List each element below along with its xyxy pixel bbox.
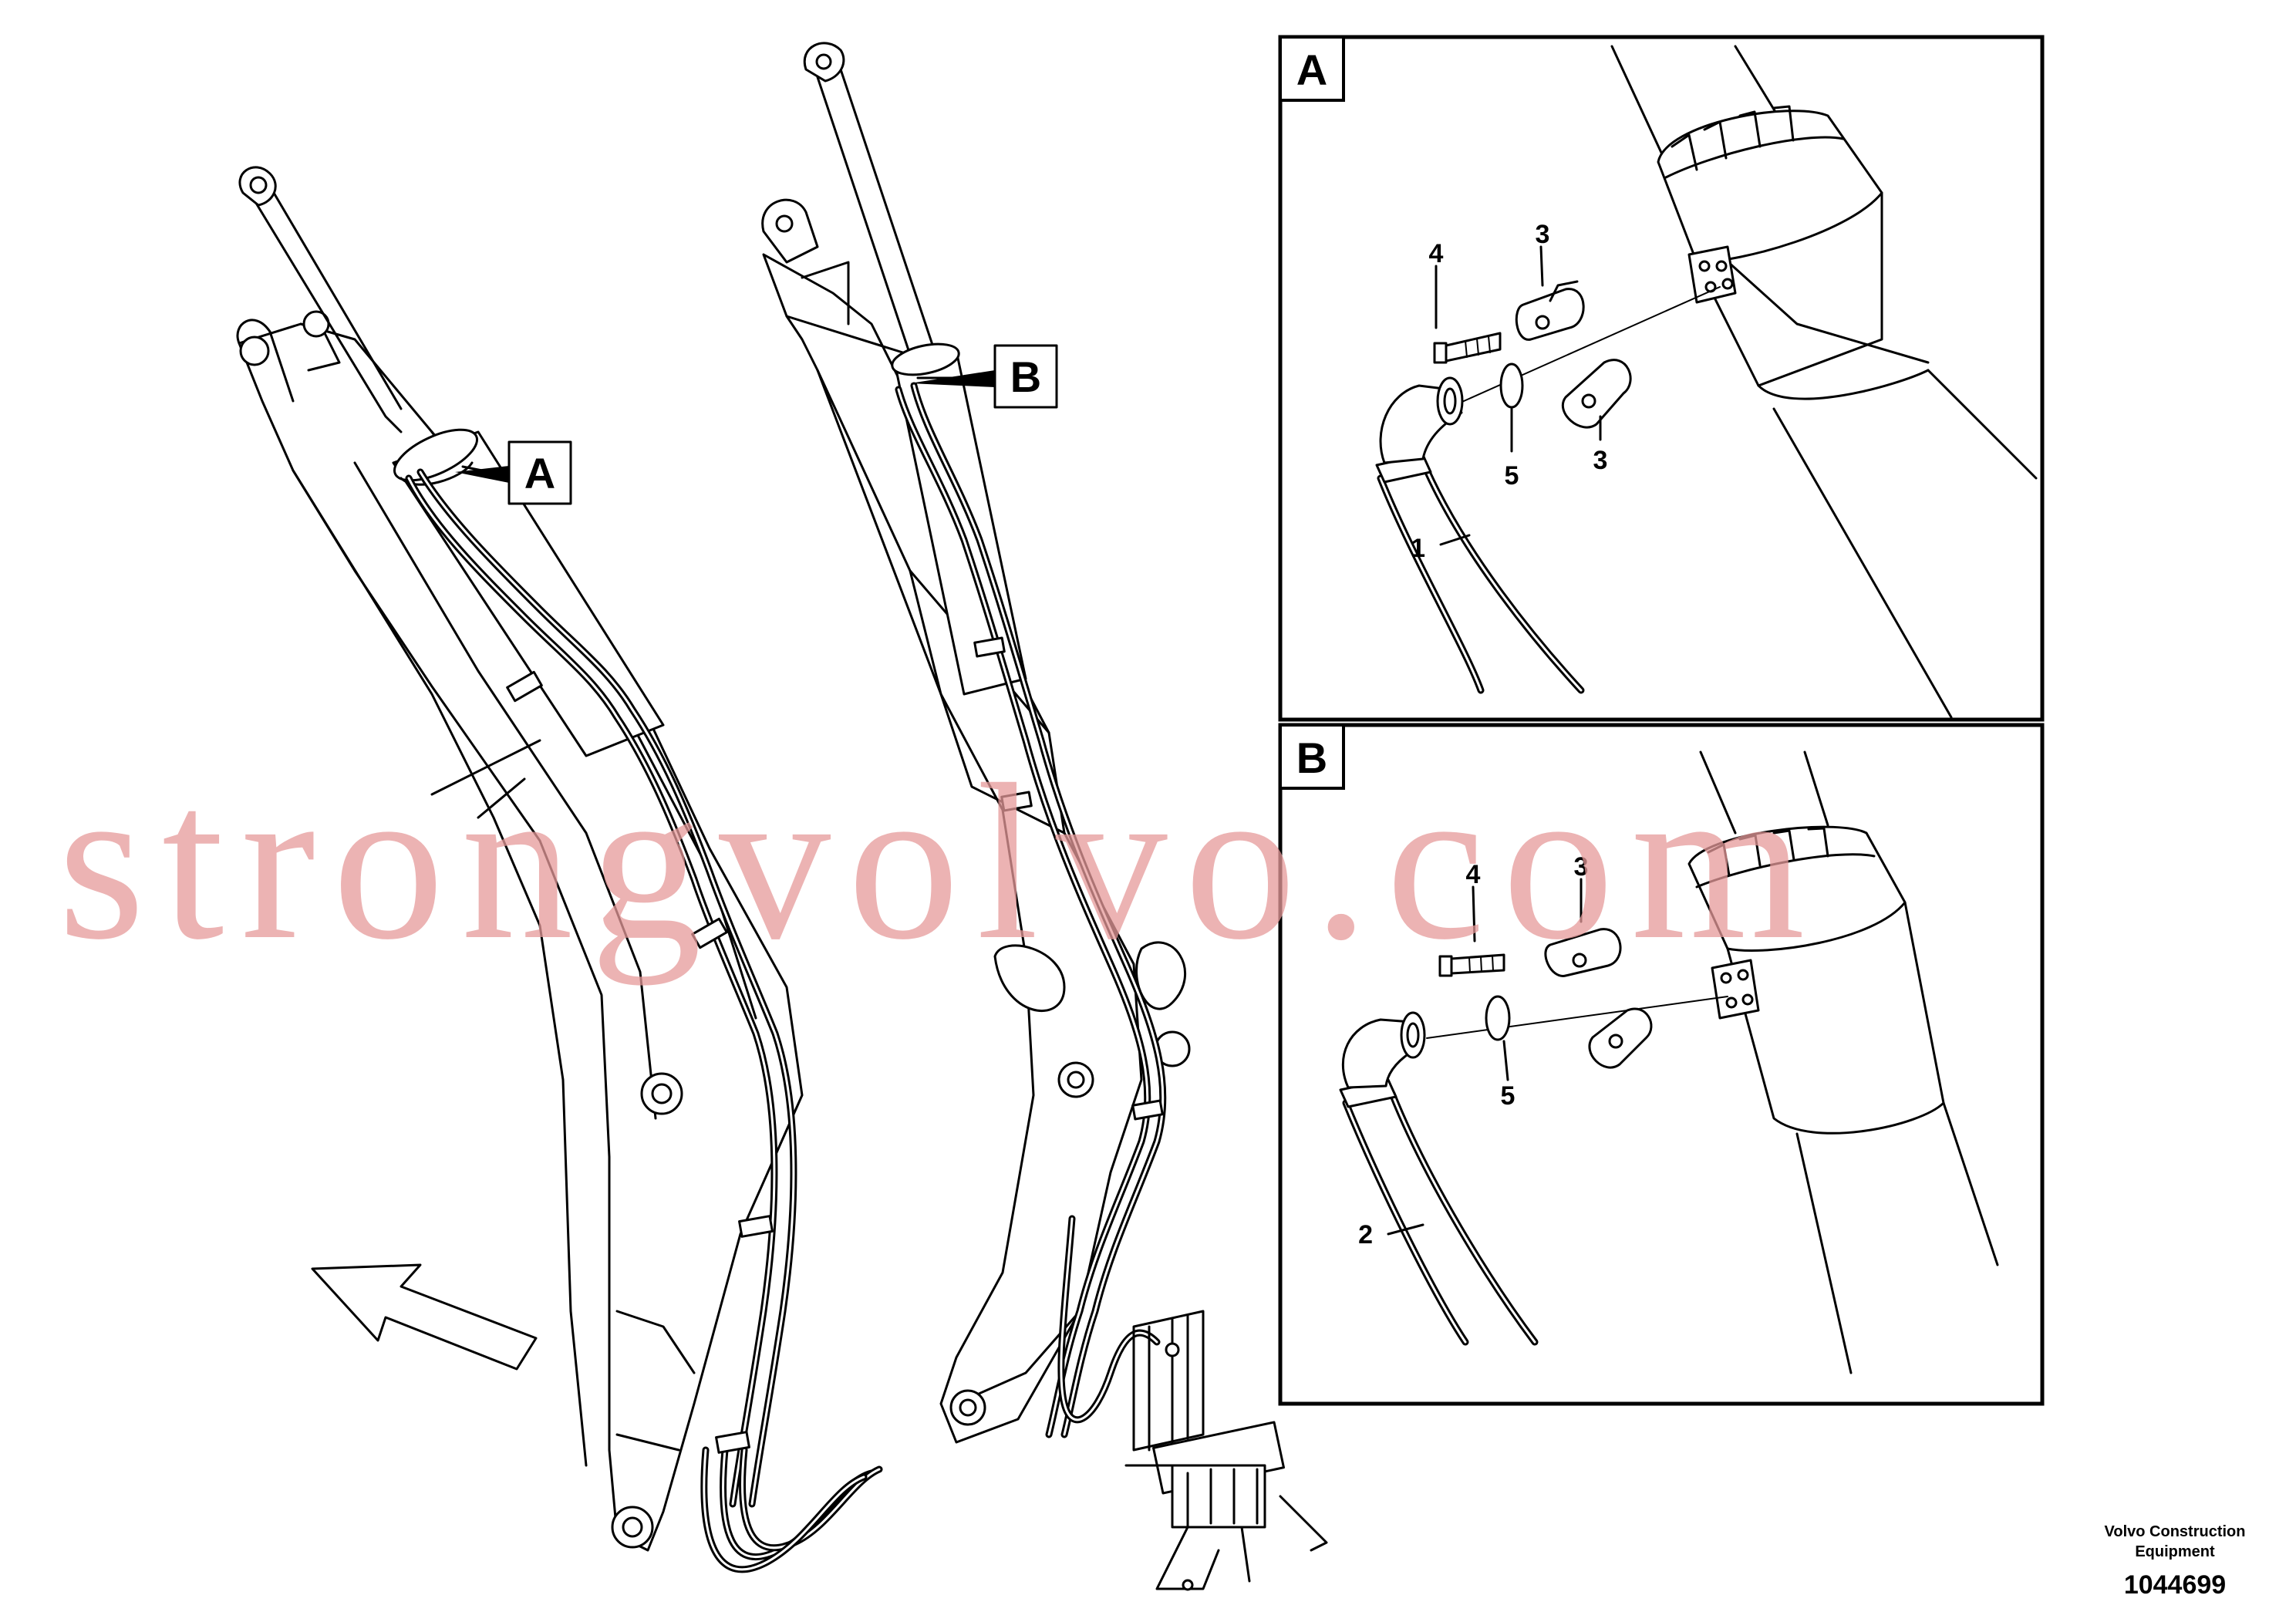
company-name-line2: Equipment <box>2135 1543 2215 1560</box>
detail-a-bolt <box>1433 332 1502 364</box>
watermark: strongvolvo.com <box>58 738 1822 986</box>
detail-b-badge: B <box>1296 733 1327 782</box>
detail-a-panel: A 1 5 <box>1278 35 2045 722</box>
callout-a-label: A <box>524 449 555 497</box>
leader-b-arrow <box>910 370 995 387</box>
company-name-line1: Volvo Construction <box>2105 1523 2246 1540</box>
drawing-number: 1044699 <box>2124 1570 2226 1600</box>
boom-right <box>761 42 1191 1444</box>
callout-a: A <box>507 440 572 505</box>
detail-a-hose-label: 1 <box>1411 534 1425 563</box>
detail-b-bolt <box>1438 953 1505 977</box>
control-valve-block <box>1124 1310 1328 1591</box>
detail-a-clamp-bottom-label: 3 <box>1593 446 1608 475</box>
detail-b-oring-label: 5 <box>1501 1081 1515 1111</box>
detail-a-bolt-label: 4 <box>1429 239 1444 268</box>
detail-a-badge: A <box>1296 46 1327 94</box>
detail-b-hose-label: 2 <box>1358 1220 1373 1249</box>
detail-b-panel: B 2 5 <box>1278 723 2045 1406</box>
direction-arrow <box>311 1263 538 1371</box>
detail-a-oring-label: 5 <box>1505 461 1519 491</box>
leader-a-arrow <box>455 466 509 483</box>
detail-a-clamp-top-label: 3 <box>1536 220 1550 249</box>
callout-b: B <box>993 344 1058 409</box>
boom-left <box>236 166 883 1573</box>
callout-b-label: B <box>1010 352 1041 401</box>
detail-b-bolt-label: 4 <box>1466 860 1481 889</box>
detail-b-clamp-top-label: 3 <box>1574 852 1589 882</box>
